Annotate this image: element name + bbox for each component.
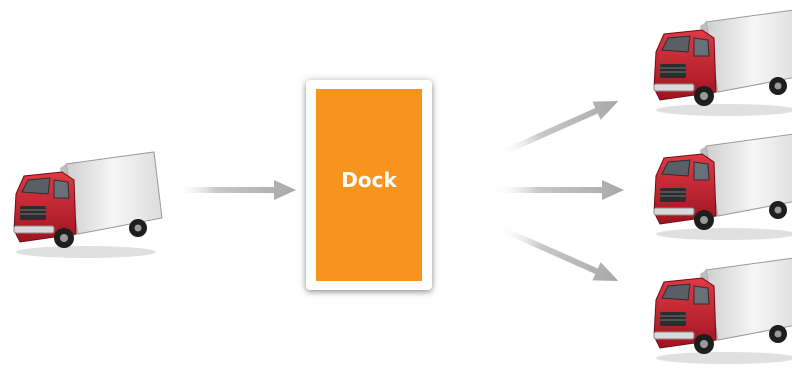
- arrow-middle-icon: [492, 180, 624, 200]
- outgoing-truck-bottom-icon: [653, 257, 792, 364]
- dock-box: Dock: [306, 80, 432, 290]
- dock-fill: Dock: [316, 89, 422, 281]
- dock-label: Dock: [341, 168, 397, 192]
- outgoing-truck-middle-icon: [653, 133, 792, 240]
- arrow-icon: [174, 180, 296, 200]
- arrow-down-icon: [496, 224, 619, 282]
- outgoing-truck-top-icon: [653, 9, 792, 116]
- arrow-up-icon: [496, 100, 619, 158]
- incoming-truck-icon: [6, 150, 166, 260]
